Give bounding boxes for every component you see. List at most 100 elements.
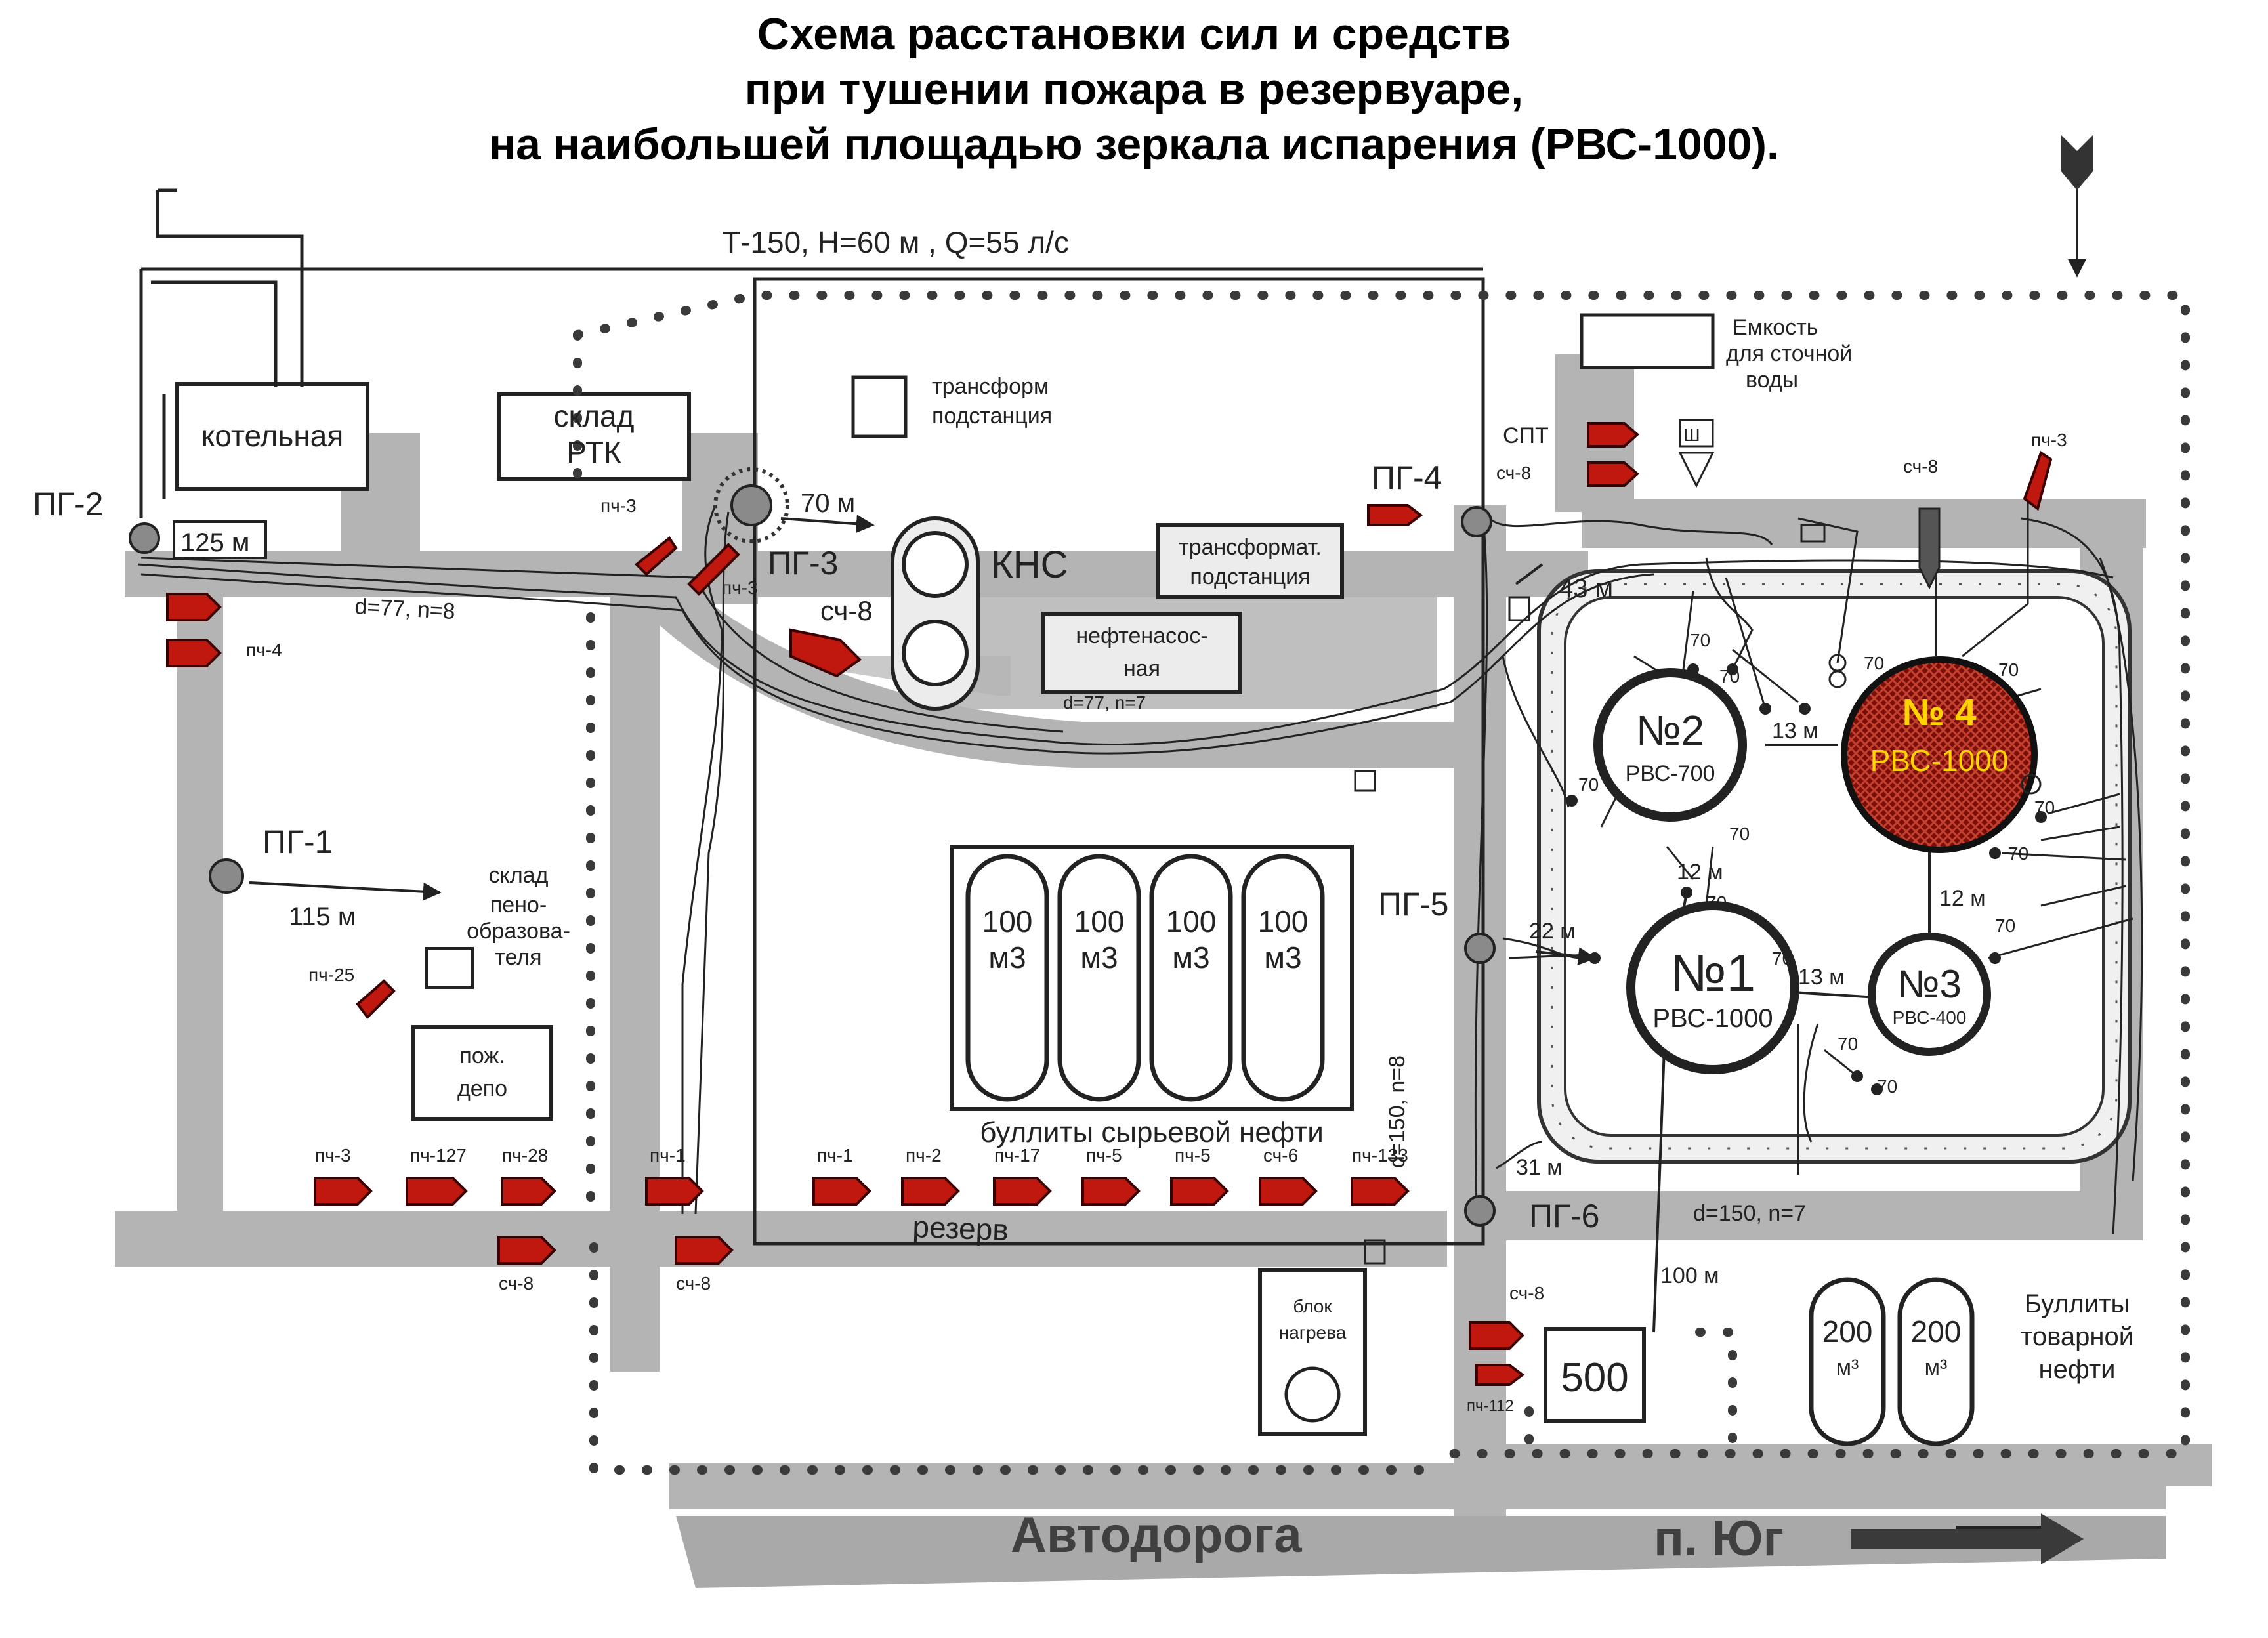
road-label: Автодорога	[1011, 1507, 1302, 1563]
transformer-substation-mid	[1156, 523, 1344, 599]
truck-sch8-500	[1469, 1321, 1524, 1350]
hose-lines	[137, 499, 2143, 1234]
title-line-1: Схема расстановки сил и средств	[757, 9, 1511, 59]
distance-115: 115 м	[289, 902, 356, 931]
unit-pch3-bottom: пч-3	[315, 1145, 351, 1166]
branch-icon	[1354, 770, 1376, 792]
title-line-2: при тушении пожара в резервуаре,	[744, 64, 1524, 114]
bullet-4-unit: м3	[1264, 940, 1301, 975]
bullet-200-a	[1809, 1277, 1886, 1446]
transformer-mid-label-1: трансформат.	[1179, 535, 1322, 560]
unit-pch4: пч-4	[246, 640, 282, 660]
fire-trucks	[166, 422, 2053, 1386]
truck-pch5-a	[1082, 1177, 1141, 1206]
unit-labels: пч-4 пч-3 пч-3 сч-8 сч-8 сч-8 пч-3 пч-25…	[246, 430, 2067, 1415]
transformer-substation-top	[851, 375, 908, 438]
truck-sch8-bl	[497, 1236, 556, 1265]
bullet-200b-unit: м³	[1925, 1355, 1948, 1380]
foam-label-1: склад	[489, 863, 549, 888]
nozzle-flow-labels: 70 70 70 70 70 70 70 70 70 70 70 70 70	[1578, 630, 2055, 1097]
rtk-label-1: склад	[554, 399, 635, 433]
pg4-label: ПГ-4	[1372, 459, 1442, 496]
unit-pch28: пч-28	[502, 1145, 548, 1166]
truck-pch3-ne	[2023, 450, 2053, 511]
unit-pch127: пч-127	[410, 1145, 467, 1166]
water-main-lines	[139, 190, 1483, 518]
pump-label-2: ная	[1124, 656, 1160, 681]
transformer-mid-label-2: подстанция	[1190, 564, 1310, 589]
truck-pch127	[406, 1177, 468, 1206]
truck-pch1-left	[645, 1177, 704, 1206]
nozzle-70-g: 70	[1838, 1034, 1858, 1054]
bullet-1-value: 100	[982, 904, 1033, 938]
truck-sch8-kns	[789, 628, 862, 678]
tank-3-type: РВС-400	[1893, 1007, 1967, 1028]
unit-sch8-bm: сч-8	[676, 1273, 711, 1293]
unit-sch8-500: сч-8	[1509, 1283, 1544, 1303]
unit-sch6: сч-6	[1263, 1145, 1298, 1166]
pg3-label: ПГ-3	[768, 545, 838, 581]
drain-tank	[1580, 313, 1715, 369]
bullet-200b-value: 200	[1911, 1314, 1962, 1349]
unit-sch8-bl: сч-8	[499, 1273, 534, 1293]
foam-gen-icon-2	[2021, 774, 2042, 795]
drain-label-3: воды	[1746, 368, 1798, 392]
truck-sch8-spt	[1587, 461, 1640, 487]
kns-circle-bottom	[902, 620, 969, 686]
tank-3: №3 РВС-400	[1868, 933, 1991, 1056]
truck-pg2-a	[166, 593, 222, 621]
bullet-200a-value: 200	[1822, 1314, 1873, 1349]
nozzle-70-d: 70	[1729, 824, 1750, 844]
hydrants	[129, 484, 1496, 1227]
branch-icon-4	[1508, 596, 1530, 621]
distance-12-right: 12 м	[1939, 886, 1986, 911]
distance-13-top: 13 м	[1772, 719, 1818, 744]
truck-sch6	[1259, 1177, 1318, 1206]
nozzle-70-h: 70	[1877, 1076, 1897, 1097]
nozzle-70-c: 70	[1719, 666, 1740, 686]
unit-pch5-a: пч-5	[1086, 1145, 1122, 1166]
heating-block-circle	[1284, 1366, 1341, 1423]
bullet-2-unit: м3	[1080, 940, 1118, 975]
bullet-200-b	[1897, 1277, 1975, 1446]
hydrant-pg4	[1461, 506, 1492, 537]
nozzle-70-f: 70	[1772, 948, 1792, 969]
foam-label-2: пено-	[490, 892, 547, 917]
commercial-label-3: нефти	[2038, 1355, 2115, 1384]
tank-1: №1 РВС-1000	[1626, 901, 1799, 1074]
pg1-label: ПГ-1	[262, 824, 333, 860]
tank-1-number: №1	[1670, 944, 1755, 1002]
main-line-ends	[158, 188, 177, 238]
commercial-label-2: товарной	[2021, 1322, 2133, 1351]
truck-pch4	[166, 639, 222, 667]
pg5-label: ПГ-5	[1378, 886, 1448, 923]
unit-sch8-top: сч-8	[1903, 456, 1938, 476]
sh-box	[1679, 419, 1714, 448]
distance-43: 43 м	[1559, 574, 1613, 603]
distance-125: 125 м	[180, 528, 249, 557]
roads	[115, 354, 2212, 1588]
pipe-label-left: d=77, n=8	[354, 594, 456, 624]
truck-pch17	[993, 1177, 1052, 1206]
title-line-3: на наибольшей площадью зеркала испарения…	[489, 119, 1779, 169]
bullet-2	[1057, 854, 1141, 1102]
pg3-hose-coil	[713, 467, 789, 543]
tank-2: №2 РВС-700	[1593, 668, 1747, 822]
pipe-label-bottom: d=150, n=7	[1693, 1201, 1806, 1226]
truck-pch133	[1351, 1177, 1410, 1206]
unit-pch1-left: пч-1	[650, 1145, 686, 1166]
tank-3-number: №3	[1897, 962, 1962, 1006]
heating-label-1: блок	[1293, 1296, 1332, 1316]
unit-pch25: пч-25	[308, 965, 354, 985]
heating-block	[1258, 1268, 1367, 1436]
hydrant-pg1	[209, 858, 244, 894]
truck-sch8-bm	[675, 1236, 734, 1265]
pipe-label-right: d=150, n=8	[1385, 1055, 1410, 1168]
hydrant-pg5	[1464, 933, 1496, 964]
foam-label-4: теля	[495, 945, 541, 970]
raw-bullets	[965, 854, 1325, 1102]
kns-label: КНС	[991, 543, 1068, 586]
distance-13-bottom: 13 м	[1798, 965, 1845, 990]
distance-31: 31 м	[1516, 1155, 1563, 1180]
